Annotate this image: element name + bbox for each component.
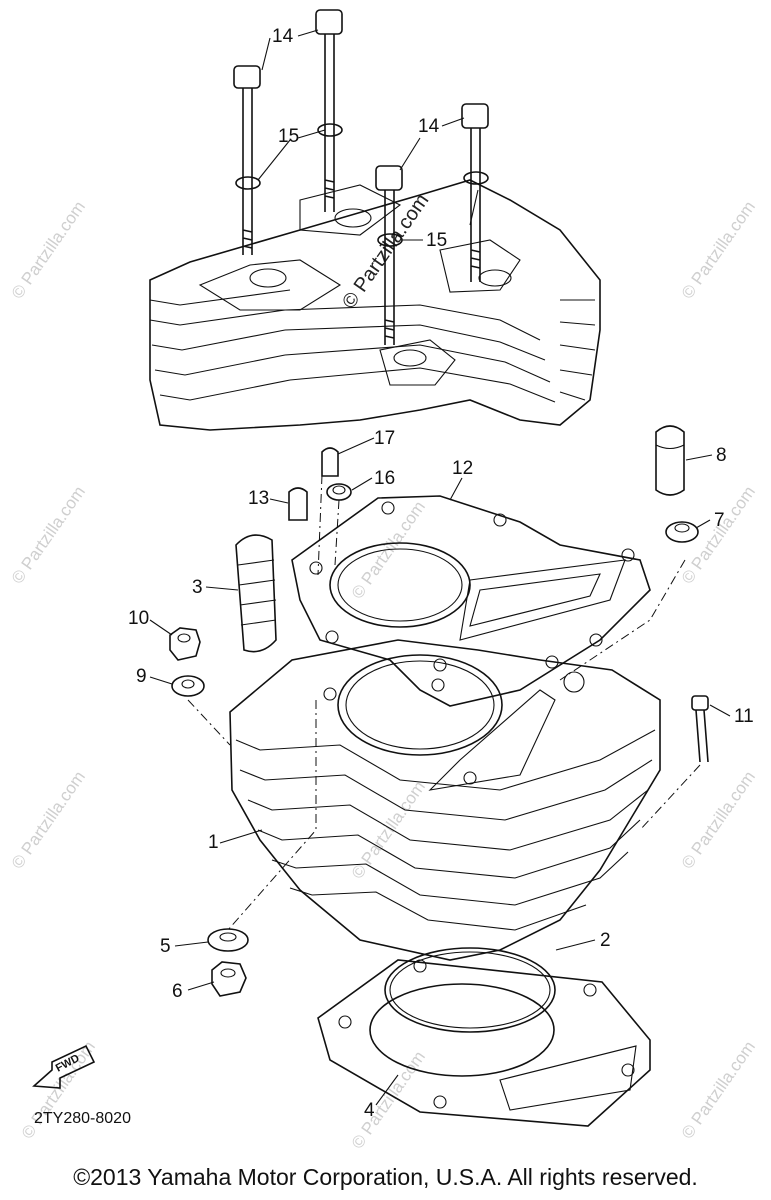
callouts: 14 15 14 15 17 16 12 13 8 7 3 10 9 11 1 … bbox=[128, 26, 754, 1121]
watermark: © Partzilla.com bbox=[678, 768, 759, 873]
callout-14: 14 bbox=[418, 116, 440, 137]
cylinder-1 bbox=[229, 639, 661, 961]
watermark: © Partzilla.com bbox=[8, 768, 89, 873]
watermark: © Partzilla.com bbox=[678, 483, 759, 588]
nut-10 bbox=[169, 627, 201, 661]
head-bolt bbox=[233, 65, 261, 255]
bolt-11 bbox=[691, 695, 709, 763]
callout-11: 11 bbox=[734, 706, 754, 727]
callout-9: 9 bbox=[136, 666, 147, 687]
head-bolt bbox=[461, 103, 489, 282]
callout-6: 6 bbox=[172, 981, 183, 1002]
seal-7 bbox=[665, 521, 699, 543]
callout-15: 15 bbox=[426, 230, 447, 251]
o-ring-2 bbox=[384, 947, 556, 1033]
callout-3: 3 bbox=[192, 577, 203, 598]
watermark: © Partzilla.com bbox=[8, 198, 89, 303]
callout-17: 17 bbox=[374, 428, 395, 449]
dowel-pin-17 bbox=[321, 447, 339, 477]
callout-15: 15 bbox=[278, 126, 299, 147]
assembly-lines bbox=[187, 474, 701, 931]
callout-14: 14 bbox=[272, 26, 294, 47]
watermark: © Partzilla.com bbox=[348, 1048, 429, 1153]
nut-6 bbox=[211, 961, 247, 997]
head-bolt bbox=[315, 9, 343, 212]
callout-10: 10 bbox=[128, 608, 149, 629]
head-bolts bbox=[233, 9, 489, 345]
callout-12: 12 bbox=[452, 458, 473, 479]
oil-pipe-8 bbox=[655, 425, 685, 496]
callout-2: 2 bbox=[600, 930, 611, 951]
chain-guide-3 bbox=[235, 534, 277, 653]
cylinder-head-outline bbox=[149, 179, 601, 431]
dowel-pin-13 bbox=[288, 487, 308, 521]
base-gasket-4 bbox=[317, 959, 651, 1127]
watermark: © Partzilla.com bbox=[678, 198, 759, 303]
watermark: © Partzilla.com bbox=[8, 483, 89, 588]
washer-9 bbox=[171, 675, 205, 697]
leader-lines bbox=[149, 29, 731, 1106]
watermarks: © Partzilla.com © Partzilla.com © Partzi… bbox=[8, 190, 759, 1152]
callout-13: 13 bbox=[248, 488, 269, 509]
callout-5: 5 bbox=[160, 936, 171, 957]
callout-7: 7 bbox=[714, 510, 725, 531]
washer-5 bbox=[207, 928, 249, 952]
copyright-notice: ©2013 Yamaha Motor Corporation, U.S.A. A… bbox=[73, 1164, 698, 1190]
callout-4: 4 bbox=[364, 1100, 375, 1121]
callout-8: 8 bbox=[716, 445, 727, 466]
diagram-code: 2TY280-8020 bbox=[34, 1110, 131, 1127]
callout-1: 1 bbox=[208, 832, 219, 853]
callout-16: 16 bbox=[374, 468, 395, 489]
watermark: © Partzilla.com bbox=[348, 778, 429, 883]
head-gasket-12 bbox=[291, 495, 651, 707]
watermark: © Partzilla.com bbox=[678, 1038, 759, 1143]
o-ring-16 bbox=[326, 483, 352, 501]
